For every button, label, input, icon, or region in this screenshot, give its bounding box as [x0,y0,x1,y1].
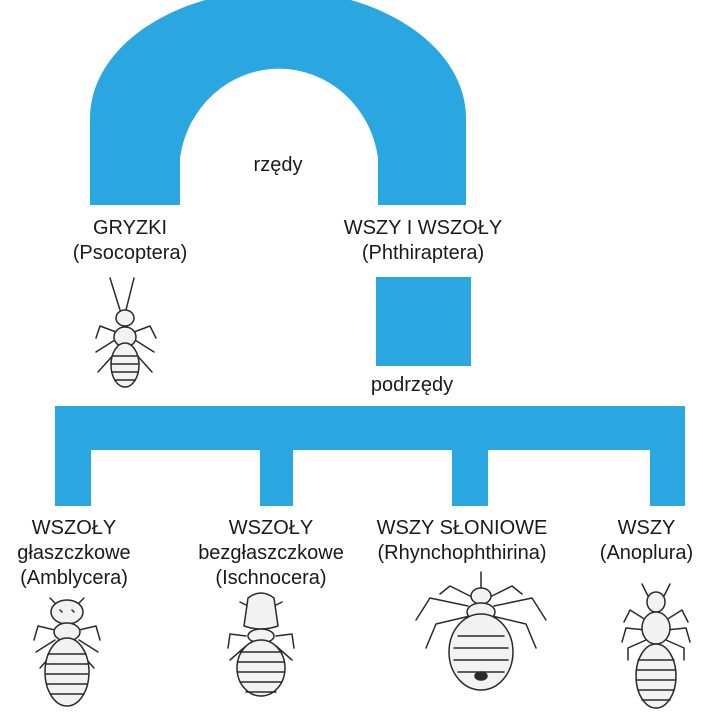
booklouse-icon [96,278,156,387]
amblycera-louse-icon [34,598,100,706]
sucking-louse-icon [622,584,690,708]
ischnocera-louse-icon [228,593,294,696]
elephant-louse-icon [416,572,546,690]
